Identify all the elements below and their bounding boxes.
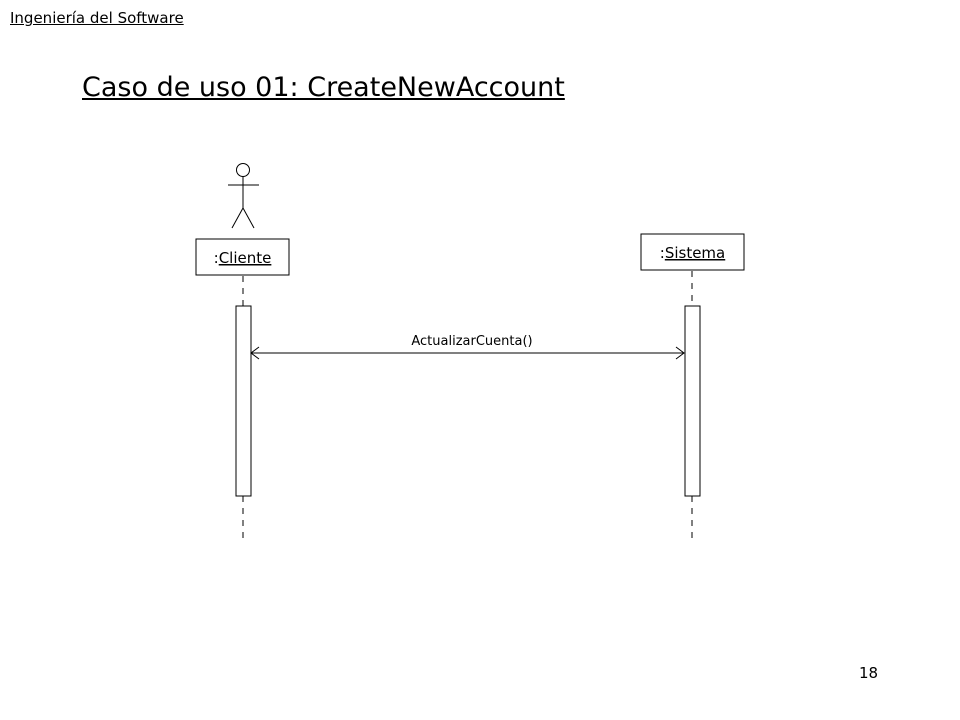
slide-title: Caso de uso 01: CreateNewAccount xyxy=(82,72,565,103)
object-cliente-prefix: : xyxy=(214,249,219,267)
object-sistema: :Sistema xyxy=(640,233,745,271)
object-sistema-name: Sistema xyxy=(665,244,725,262)
svg-text::Cliente: :Cliente xyxy=(214,249,272,267)
activation-cliente xyxy=(235,305,252,497)
svg-text::Sistema: :Sistema xyxy=(660,244,725,262)
message-arrow xyxy=(250,346,685,360)
object-cliente: :Cliente xyxy=(195,238,290,276)
stick-figure-icon xyxy=(228,163,259,229)
activation-sistema xyxy=(684,305,701,497)
page-number: 18 xyxy=(859,664,879,682)
object-sistema-prefix: : xyxy=(660,244,665,262)
message-label: ActualizarCuenta() xyxy=(411,334,532,349)
course-header: Ingeniería del Software xyxy=(10,9,184,27)
object-cliente-name: Cliente xyxy=(219,249,272,267)
